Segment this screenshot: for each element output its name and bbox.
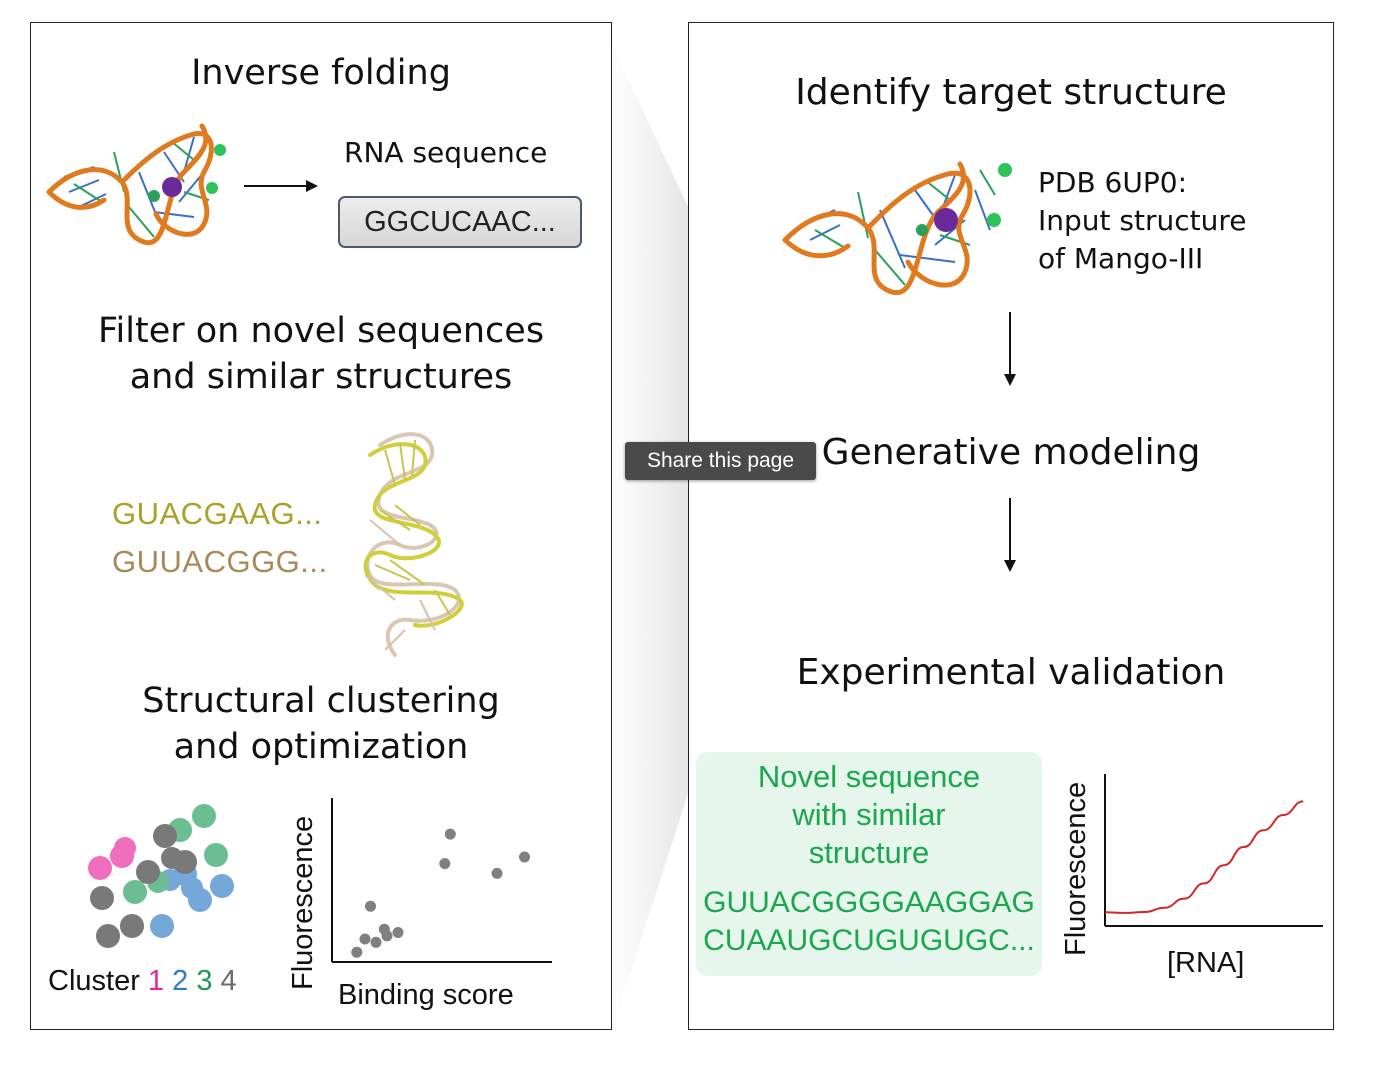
cluster-3-label: 3 (196, 965, 213, 997)
cluster-4-label: 4 (220, 965, 237, 997)
inverse-folding-title: Inverse folding (191, 53, 451, 93)
novel-sequence-line1: GUUACGGGGAAGGAG (703, 886, 1035, 919)
binding-score-scatter-chart: Fluorescence Binding score (287, 798, 552, 1011)
scatter-point (439, 858, 451, 870)
scatter-y-axis-label: Fluorescence (287, 816, 319, 990)
clustering-title-line1: Structural clustering (142, 681, 500, 721)
scatter-point (370, 936, 382, 948)
scatter-point (381, 930, 393, 942)
scatter-point (491, 867, 503, 879)
scatter-point (519, 851, 530, 863)
down-arrow-icon (1004, 498, 1016, 572)
scatter-point (351, 946, 363, 958)
cluster-legend: Cluster 1 2 3 4 (48, 962, 237, 1000)
candidate-sequence-2: GUUACGGG... (112, 544, 328, 579)
novel-text-line1: Novel sequence (757, 759, 981, 794)
novel-text-line2: with similar (792, 797, 946, 832)
scatter-point (392, 927, 404, 938)
scatter-point (444, 828, 456, 840)
right-arrow-icon (244, 180, 318, 192)
rna-structure-icon (46, 123, 226, 246)
curve-y-axis-label: Fluorescence (1060, 782, 1092, 956)
pdb-label-line2: Input structure (1038, 204, 1247, 237)
cluster-bubbles (88, 804, 234, 948)
generative-modeling-title: Generative modeling (821, 432, 1201, 473)
fluorescence-curve-chart: Fluorescence [RNA] (1060, 774, 1323, 979)
cluster-1-label: 1 (147, 965, 165, 997)
pdb-label-line3: of Mango-III (1038, 242, 1204, 275)
candidate-sequence-1: GUACGAAG... (112, 496, 323, 531)
down-arrow-icon (1004, 312, 1016, 386)
curve-x-axis-label: [RNA] (1167, 947, 1244, 979)
novel-text-line3: structure (808, 835, 930, 870)
novel-sequence-box (696, 752, 1042, 976)
experimental-validation-title: Experimental validation (796, 652, 1226, 693)
cluster-2-label: 2 (172, 965, 189, 997)
rna-sequence-box: GGCUCAAC... (338, 196, 582, 248)
cluster-legend-label: Cluster (48, 965, 140, 997)
share-tooltip[interactable]: Share this page (625, 442, 816, 480)
identify-target-title: Identify target structure (795, 72, 1227, 113)
scatter-axes (331, 798, 552, 963)
target-structure-icon (782, 161, 1012, 296)
scatter-points (351, 828, 530, 958)
scatter-x-axis-label: Binding score (338, 979, 514, 1011)
overlaid-structures-icon (363, 432, 464, 657)
clustering-title-line2: and optimization (173, 727, 469, 767)
fluorescence-curve-line (1104, 800, 1304, 914)
curve-axes (1104, 774, 1323, 927)
scatter-point (359, 933, 371, 945)
filter-title-line2: and similar structures (129, 357, 513, 397)
filter-title-line1: Filter on novel sequences (97, 311, 545, 351)
novel-sequence-line2: CUAAUGCUGUGUGC... (703, 924, 1035, 957)
scatter-point (365, 900, 376, 912)
rna-sequence-label: RNA sequence (344, 136, 548, 169)
pdb-label-line1: PDB 6UP0: (1038, 166, 1187, 199)
